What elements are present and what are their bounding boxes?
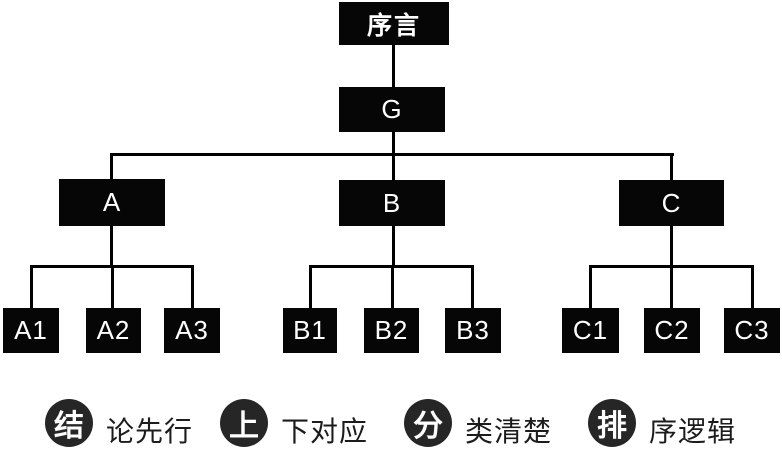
node-a1: A1 <box>3 308 59 353</box>
connector-stub-a3 <box>191 265 194 308</box>
connector-stub-c2 <box>670 265 673 308</box>
connector-stub-b1 <box>309 265 312 308</box>
connector-stub-b3 <box>471 265 474 308</box>
connector-a-trunk <box>110 226 113 267</box>
node-c2: C2 <box>644 308 700 353</box>
principle-initial: 结 <box>54 410 84 443</box>
principle-label: 类清楚 <box>465 416 553 447</box>
node-c1: C1 <box>562 308 619 353</box>
node-preface: 序言 <box>339 2 449 45</box>
connector-stub-a <box>110 153 113 180</box>
principle-logical-ordering: 排 序逻辑 <box>588 399 736 447</box>
principle-conclusion-first: 结 论先行 <box>45 399 193 447</box>
connector-stub-b2 <box>391 265 394 308</box>
node-b1: B1 <box>283 308 337 353</box>
principle-label: 论先行 <box>106 416 194 447</box>
principle-badge-circle: 结 <box>45 399 93 447</box>
node-c: C <box>619 180 724 226</box>
node-governing: G <box>339 87 445 132</box>
connector-stub-b <box>392 153 395 181</box>
connector-root-to-g <box>392 45 395 87</box>
connector-g-trunk <box>392 132 395 155</box>
node-b: B <box>339 180 445 226</box>
principle-badge-circle: 分 <box>404 399 452 447</box>
connector-stub-c <box>670 153 673 181</box>
principle-initial: 排 <box>597 410 627 443</box>
principle-initial: 上 <box>229 410 259 443</box>
principle-label: 下对应 <box>281 416 369 447</box>
node-a: A <box>59 179 165 226</box>
principle-initial: 分 <box>413 410 443 443</box>
principle-clear-classification: 分 类清楚 <box>404 399 552 447</box>
node-a2: A2 <box>86 308 141 353</box>
principle-badge-circle: 排 <box>588 399 636 447</box>
connector-stub-a1 <box>30 265 33 308</box>
connector-c-trunk <box>670 226 673 267</box>
connector-stub-c1 <box>589 265 592 308</box>
principle-top-bottom-correspond: 上 下对应 <box>220 399 368 447</box>
node-a3: A3 <box>164 308 220 353</box>
node-b3: B3 <box>445 308 501 353</box>
node-b2: B2 <box>364 308 419 353</box>
node-c3: C3 <box>724 308 780 353</box>
connector-stub-a2 <box>111 265 114 308</box>
connector-stub-c3 <box>751 265 754 308</box>
connector-b-trunk <box>392 226 395 267</box>
principle-badge-circle: 上 <box>220 399 268 447</box>
principle-label: 序逻辑 <box>649 416 737 447</box>
